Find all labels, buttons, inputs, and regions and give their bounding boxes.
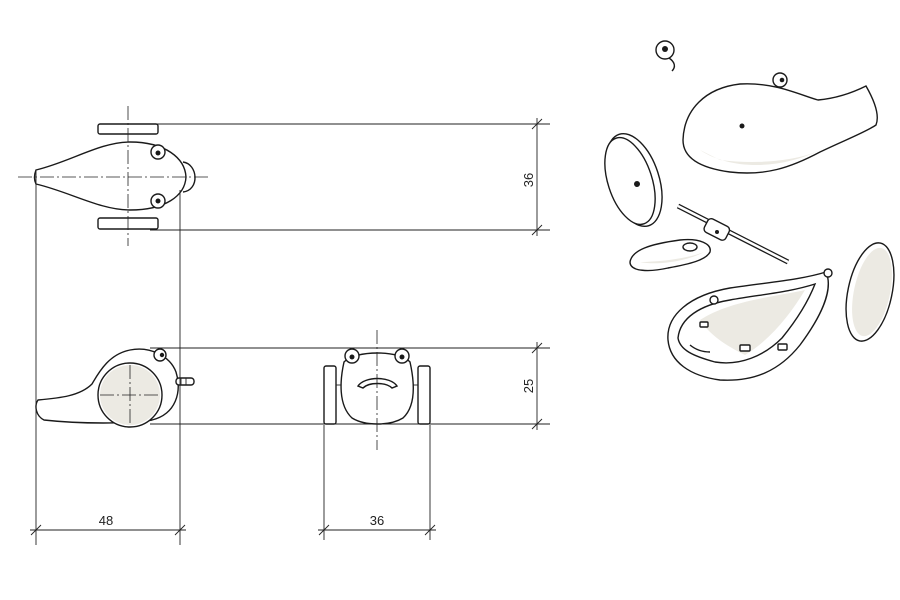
exploded-lower-body bbox=[667, 268, 833, 381]
exploded-axle bbox=[676, 203, 790, 265]
front-view-body bbox=[340, 352, 414, 425]
dimension-label-25: 25 bbox=[521, 379, 536, 393]
front-view-mouth bbox=[356, 377, 399, 389]
side-view bbox=[35, 347, 550, 428]
side-view-axle-pin bbox=[175, 377, 195, 386]
exploded-upper-body bbox=[682, 72, 878, 174]
dimension-label-36-top: 36 bbox=[521, 173, 536, 187]
top-view bbox=[18, 106, 550, 246]
dimension-label-36-front: 36 bbox=[370, 513, 384, 528]
front-view-wheel-right bbox=[417, 365, 431, 425]
front-view bbox=[323, 330, 431, 450]
exploded-wheel-right bbox=[845, 242, 895, 342]
exploded-wheel-left bbox=[604, 133, 663, 227]
dimension-top-view-width: 36 bbox=[521, 118, 543, 236]
dimension-side-view-height: 25 bbox=[521, 342, 543, 430]
front-view-wheel-left bbox=[323, 365, 337, 425]
exploded-cover-plate bbox=[629, 238, 711, 272]
exploded-view bbox=[604, 40, 895, 381]
dimension-label-48: 48 bbox=[99, 513, 113, 528]
dimension-front-view-width: 36 bbox=[318, 513, 436, 536]
exploded-eye-bead bbox=[655, 40, 676, 72]
dimension-side-view-length: 48 bbox=[30, 513, 186, 536]
